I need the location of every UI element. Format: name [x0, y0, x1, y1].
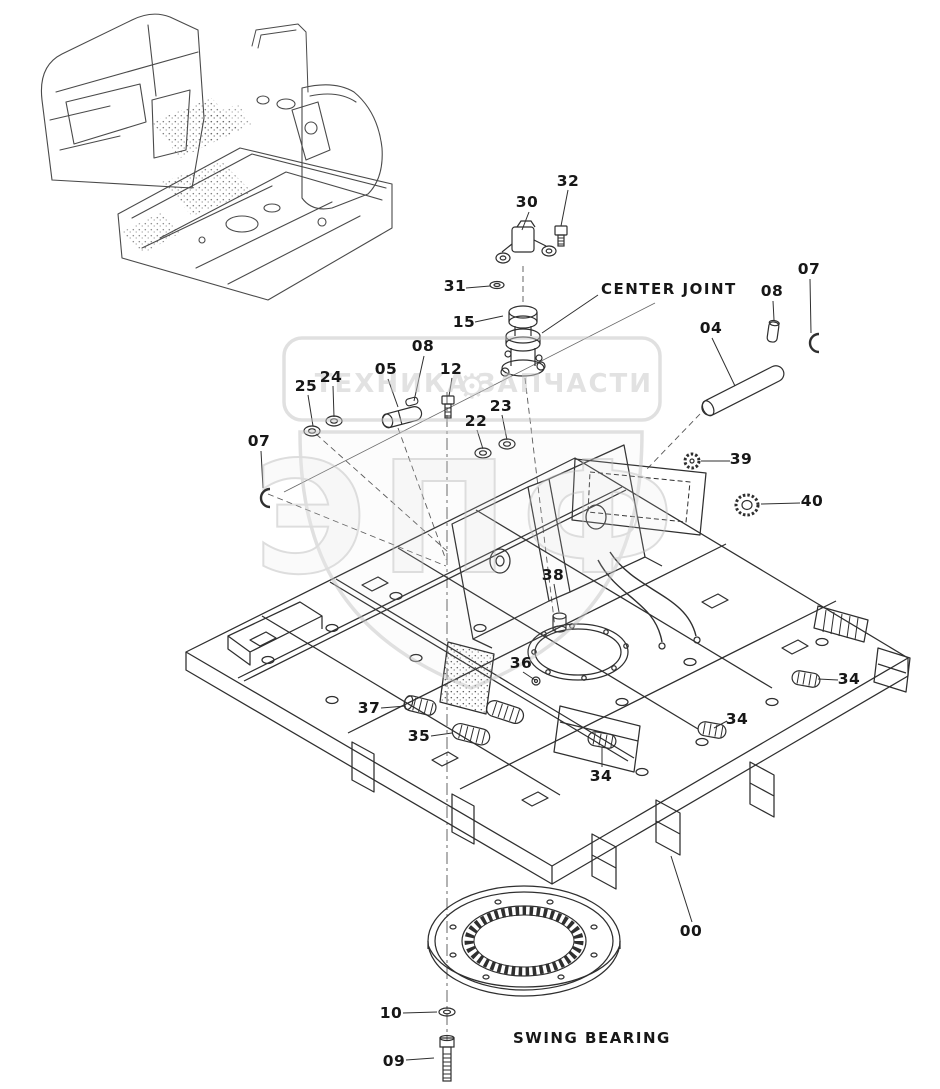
part-31-washer [489, 280, 505, 290]
part-34-plug-c [587, 731, 617, 749]
part-08-pin-right [766, 319, 780, 343]
construction-lines [267, 266, 701, 1040]
part-09-bolt [439, 1034, 455, 1082]
watermark-text-left: ТЕХНИКА [315, 369, 469, 399]
part-32-bolt [554, 225, 568, 247]
watermark-shield [298, 430, 644, 690]
part-36-plug [531, 676, 541, 686]
part-10-washer [438, 1007, 456, 1017]
part-08-pin-mid [405, 396, 419, 407]
gear-icon: ⚙ [457, 367, 487, 407]
part-35-plug [451, 722, 491, 746]
part-39-plug [683, 452, 701, 470]
watermark: ТЕХНИКА ⚙ ЗАПЧАСТИ ЭПФ [252, 336, 686, 690]
watermark-letters: ЭПФ [253, 428, 686, 609]
part-05-pin [381, 406, 423, 429]
leader-lines [260, 189, 839, 1061]
part-34-plug-a [791, 670, 821, 688]
upper-structure-sketch [40, 13, 393, 301]
part-38-bushing [552, 612, 567, 633]
part-15-center-joint [500, 305, 546, 377]
part-37-plug [403, 695, 437, 716]
part-04-pin [701, 365, 785, 417]
part-07-clip-right [808, 332, 820, 354]
watermark-text-right: ЗАПЧАСТИ [477, 369, 653, 399]
part-07-clip-left [259, 487, 271, 509]
part-30-bracket [495, 220, 557, 264]
part-40-plug [734, 493, 760, 517]
main-frame-drawing [185, 444, 911, 890]
swing-bearing-drawing [427, 885, 621, 997]
part-34-plug-b [697, 721, 727, 739]
watermark-banner [282, 336, 662, 422]
part-12-fitting [441, 395, 455, 419]
